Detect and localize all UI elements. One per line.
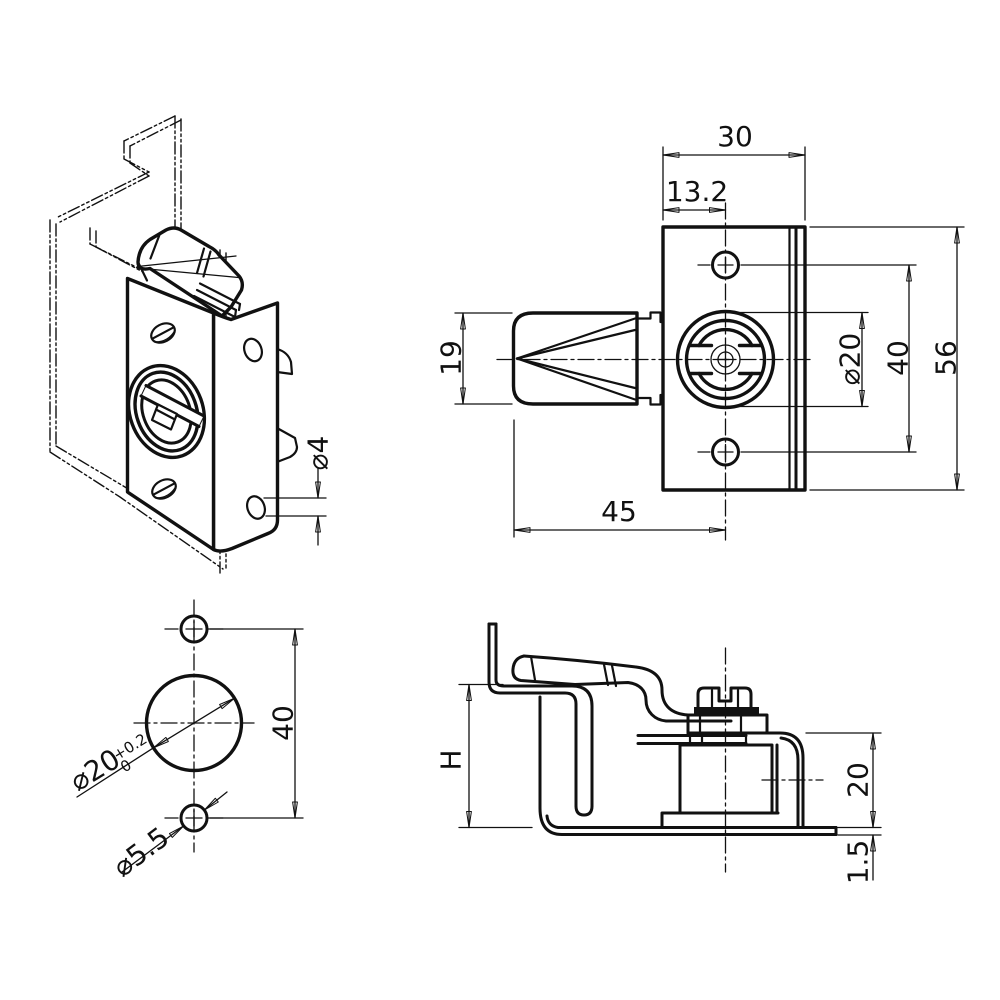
drill-pattern-view: ⌀20 +0.2 0 ⌀5.5 40 <box>64 599 304 884</box>
dim-plate-height: 56 <box>809 226 965 491</box>
dim-body-height-label: 20 <box>842 762 875 798</box>
dim-center-hole-tol-upper: +0.2 <box>110 730 150 764</box>
dim-hole-spacing-front-label: 40 <box>882 340 915 376</box>
dim-mount-hole: ⌀5.5 <box>107 791 228 884</box>
dim-knob-height-label: 19 <box>435 340 468 376</box>
dim-knob-height: 19 <box>435 312 513 405</box>
dim-plate-height-label: 56 <box>930 340 963 376</box>
dim-hole-spacing-drill: 40 <box>207 628 304 819</box>
dim-overall-height-label: H <box>435 749 468 770</box>
dim-overall-height: H <box>435 683 533 829</box>
latch-tongue-tip-iso <box>275 347 299 464</box>
cylinder-side <box>636 686 805 829</box>
dim-body-height: 20 <box>805 732 882 829</box>
dim-hole-offset-label: 13.2 <box>666 175 728 208</box>
dim-rotary-dia: ⌀20 <box>726 311 869 408</box>
dim-plate-width-label: 30 <box>717 120 753 153</box>
knob-front <box>511 311 665 406</box>
flange-hole-bottom-iso <box>245 495 267 520</box>
dim-flange-hole-label: ⌀4 <box>302 436 335 471</box>
drill-center-hole <box>144 673 244 773</box>
mount-hole-top-front <box>697 250 740 280</box>
dim-rotary-dia-label: ⌀20 <box>834 333 867 386</box>
dim-hole-offset: 13.2 <box>662 175 728 213</box>
washer-side <box>694 707 759 714</box>
tongue-side <box>511 654 733 723</box>
mount-hole-bottom-front <box>697 437 740 467</box>
latch-side-flange-iso <box>211 301 280 553</box>
dim-hole-spacing-drill-label: 40 <box>267 705 300 741</box>
isometric-view: ⌀4 <box>49 115 335 574</box>
dim-base-thickness-label: 1.5 <box>842 840 875 885</box>
dim-hole-spacing-front: 40 <box>740 264 917 453</box>
dim-mount-hole-label: ⌀5.5 <box>107 820 176 883</box>
latch-grip-iso <box>136 226 245 319</box>
plate-screw-bottom-iso <box>151 478 177 500</box>
dim-plate-width: 30 <box>662 120 806 221</box>
flange-hole-top-iso <box>242 337 264 363</box>
plate-screw-top-iso <box>150 322 176 344</box>
dim-flange-hole-iso: ⌀4 <box>263 436 335 546</box>
dim-knob-reach: 45 <box>513 419 727 538</box>
side-view: H 20 1.5 <box>435 622 882 885</box>
rotary-cam-front <box>675 309 776 410</box>
rotary-cam-iso <box>126 363 207 460</box>
dim-knob-reach-label: 45 <box>601 495 637 528</box>
nut-side <box>696 686 753 709</box>
mounting-plate-front <box>661 225 807 492</box>
dim-base-thickness: 1.5 <box>837 834 882 885</box>
front-view: 30 13.2 56 40 ⌀20 19 <box>435 120 965 541</box>
bracket-side <box>487 622 838 836</box>
